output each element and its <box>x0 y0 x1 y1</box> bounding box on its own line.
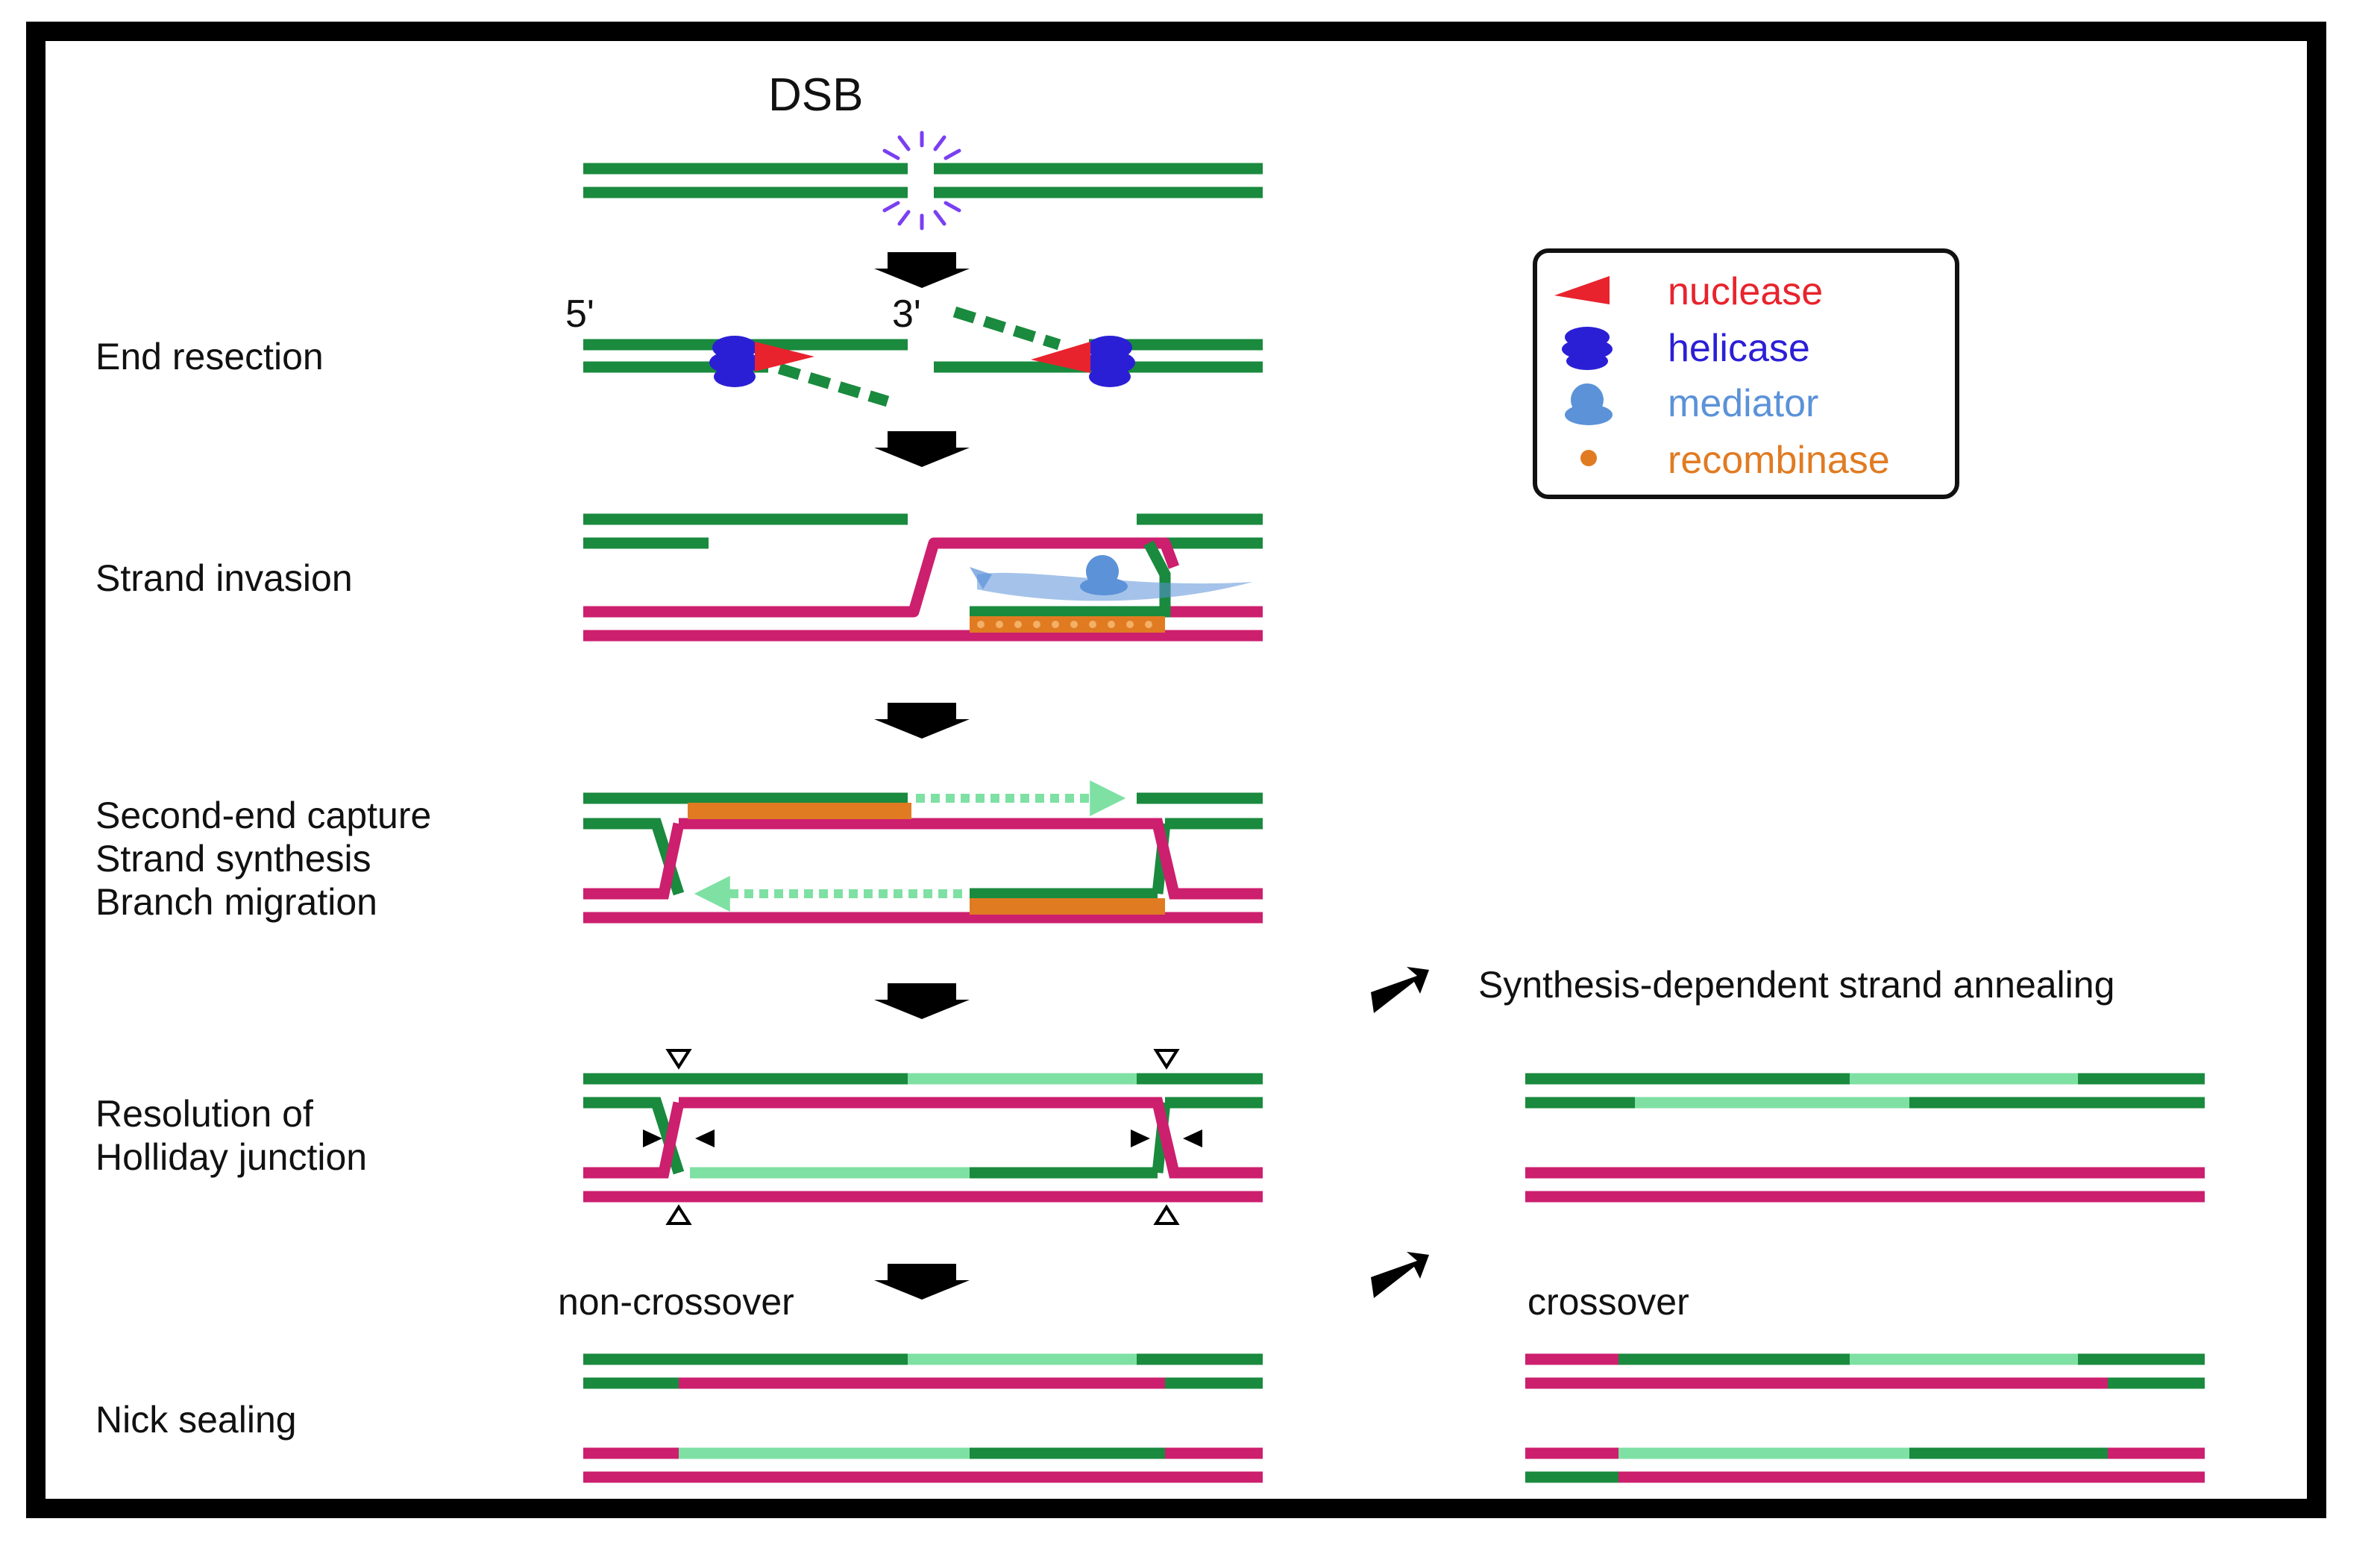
legend: nuclease helicase mediator recombinase <box>1533 248 1959 499</box>
degraded-strand-left <box>777 363 890 407</box>
step-arrow-2 <box>874 431 970 467</box>
legend-label-nuclease: nuclease <box>1668 270 1823 313</box>
helicase-icon <box>1084 336 1135 387</box>
stage-nick-sealing: Nick sealing <box>95 1399 297 1441</box>
mediator-arrow <box>970 567 992 589</box>
dsb-duplex <box>583 163 1263 198</box>
recombinase-dots <box>977 621 1152 628</box>
stage-strand-invasion: Strand invasion <box>95 557 353 599</box>
cut-site-arrows <box>643 1129 1202 1147</box>
capture-top-strands <box>583 792 1263 896</box>
sdsa-arrow <box>1371 967 1429 1013</box>
stage-second-end-1: Second-end capture <box>95 795 431 836</box>
outer-border <box>26 22 2326 1518</box>
label-crossover: crossover <box>1527 1281 1689 1323</box>
legend-label-mediator: mediator <box>1668 382 1818 425</box>
helicase-icon <box>1562 327 1613 370</box>
holliday-magenta <box>583 1097 1263 1203</box>
cut-site-markers <box>665 1049 1180 1225</box>
nuclease-icon <box>1031 342 1090 373</box>
sdsa-product <box>1525 1073 2205 1203</box>
recombinase-filament <box>970 898 1165 915</box>
invasion-donor-duplex <box>583 537 1263 642</box>
nuclease-icon <box>755 342 814 372</box>
break-burst-icon <box>882 131 961 231</box>
step-arrow-3 <box>874 703 970 739</box>
dsb-title: DSB <box>768 69 863 121</box>
stage-second-end-3: Branch migration <box>95 881 377 923</box>
stage-resolution-1: Resolution of <box>95 1093 313 1135</box>
stage-second-end-2: Strand synthesis <box>95 838 371 880</box>
recombinase-filament <box>688 803 911 819</box>
non-crossover-product <box>583 1353 1263 1483</box>
step-arrow-5 <box>874 1264 970 1300</box>
helicase-icon <box>709 336 760 387</box>
step-arrow-4 <box>874 983 970 1019</box>
nuclease-icon <box>1554 276 1610 304</box>
mediator-icon <box>1080 555 1128 595</box>
degraded-strand-right <box>952 306 1061 351</box>
legend-label-helicase: helicase <box>1668 327 1810 370</box>
end-label-5prime: 5' <box>565 292 594 336</box>
end-label-3prime: 3' <box>892 292 921 336</box>
recombinase-icon <box>1580 450 1597 466</box>
crossover-product <box>1525 1353 2205 1483</box>
step-arrow-1 <box>874 252 970 288</box>
holliday-top <box>583 1073 1263 1175</box>
recombinase-filament <box>970 616 1165 633</box>
stage-end-resection: End resection <box>95 336 324 377</box>
mediator-icon <box>1565 383 1613 425</box>
label-non-crossover: non-crossover <box>558 1281 794 1323</box>
crossover-arrow <box>1371 1252 1429 1298</box>
legend-label-recombinase: recombinase <box>1668 439 1890 482</box>
stage-resolution-2: Holliday junction <box>95 1136 367 1178</box>
label-sdsa: Synthesis-dependent strand annealing <box>1478 964 2114 1006</box>
capture-magenta-strands <box>583 818 1263 924</box>
legend-box <box>1533 248 1959 499</box>
